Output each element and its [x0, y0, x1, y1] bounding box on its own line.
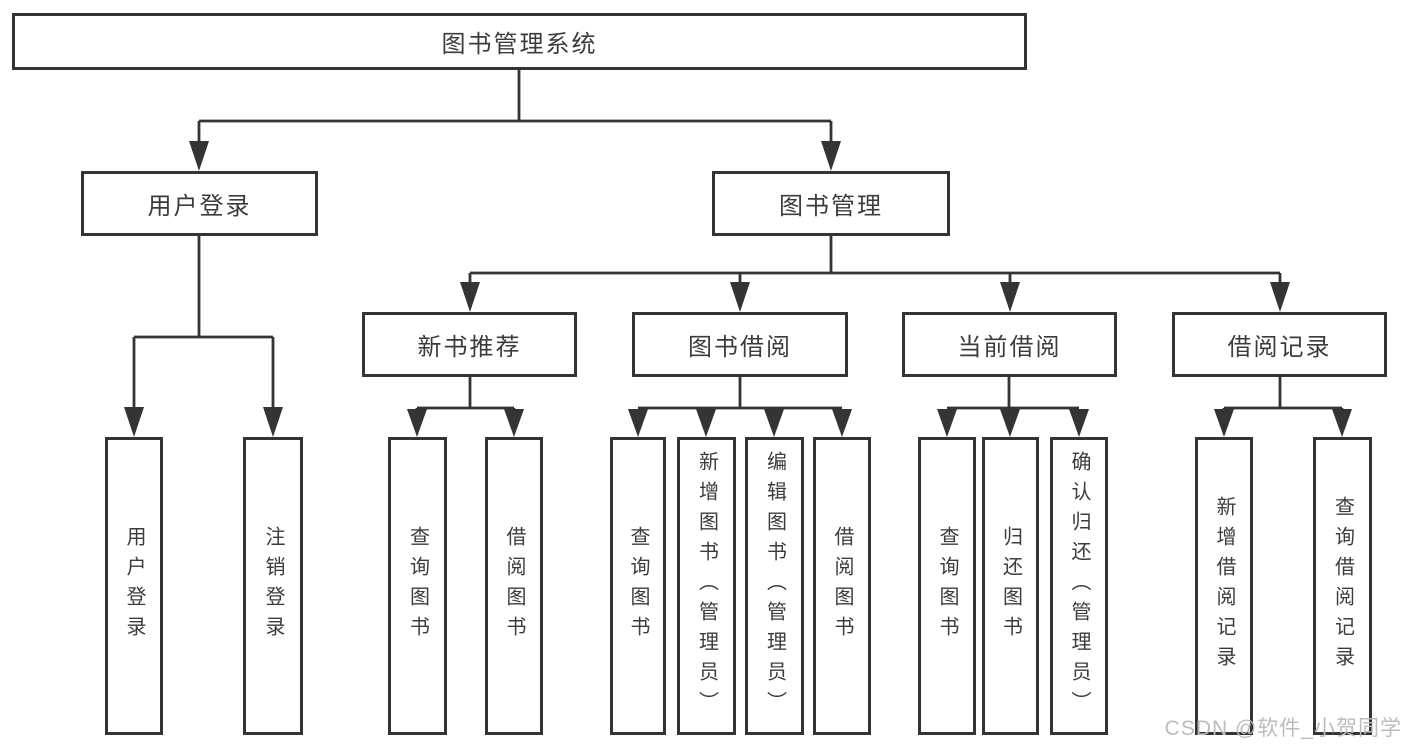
leaf-user-login: 用户登录 [105, 437, 163, 735]
node-current-borrow: 当前借阅 [902, 312, 1117, 377]
leaf-query-borrow-record: 查询借阅记录 [1313, 437, 1372, 735]
arrowhead [937, 409, 957, 437]
leaf-query-books-recommend: 查询图书 [388, 437, 447, 735]
arrowhead [1000, 282, 1020, 312]
leaf-confirm-return-admin: 确认归还（管理员） [1050, 437, 1108, 735]
node-user-login: 用户登录 [81, 171, 318, 236]
node-root: 图书管理系统 [12, 13, 1027, 70]
borrow-record-connector [1214, 377, 1352, 437]
current-borrow-connector [937, 377, 1089, 437]
node-borrow-records: 借阅记录 [1172, 312, 1387, 377]
arrowhead [460, 282, 480, 312]
book-management-connector [460, 236, 1290, 312]
arrowhead [263, 407, 283, 437]
arrowhead [696, 409, 716, 437]
arrowhead [821, 141, 841, 171]
arrowhead [407, 409, 427, 437]
node-book-borrow: 图书借阅 [632, 312, 848, 377]
leaf-borrow-books-recommend: 借阅图书 [485, 437, 543, 735]
node-book-management: 图书管理 [712, 171, 950, 236]
arrowhead [1332, 409, 1352, 437]
arrowhead [189, 141, 209, 171]
arrowhead [832, 409, 852, 437]
new-book-connector [407, 377, 524, 437]
leaf-logout: 注销登录 [243, 437, 303, 735]
watermark: CSDN @软件_小贺同学 [1164, 717, 1402, 740]
leaf-borrow-books: 借阅图书 [813, 437, 871, 735]
book-borrow-connector [628, 377, 852, 437]
arrowhead [1214, 409, 1234, 437]
leaf-query-books-current: 查询图书 [918, 437, 976, 735]
arrowhead [628, 409, 648, 437]
leaf-add-books-admin: 新增图书（管理员） [677, 437, 736, 735]
arrowhead [1270, 282, 1290, 312]
arrowhead [124, 407, 144, 437]
leaf-query-books-borrow: 查询图书 [610, 437, 666, 735]
leaf-edit-books-admin: 编辑图书（管理员） [745, 437, 804, 735]
arrowhead [1000, 409, 1020, 437]
arrowhead [730, 282, 750, 312]
arrowhead [504, 409, 524, 437]
arrowhead [764, 409, 784, 437]
node-new-book-recommend: 新书推荐 [362, 312, 577, 377]
leaf-return-books: 归还图书 [982, 437, 1039, 735]
leaf-add-borrow-record: 新增借阅记录 [1195, 437, 1253, 735]
arrowhead [1069, 409, 1089, 437]
user-login-connector [124, 236, 283, 437]
root-connector [189, 70, 841, 171]
